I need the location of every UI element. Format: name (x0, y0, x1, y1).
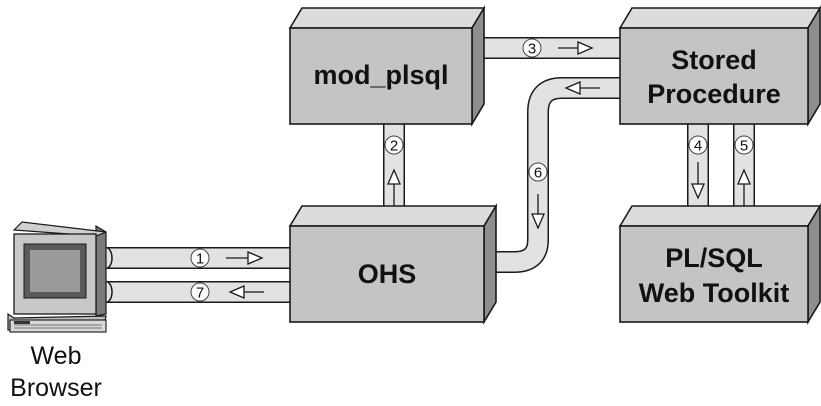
step-6-label: 6 (534, 165, 542, 182)
computer-icon (7, 221, 107, 333)
ohs-box: OHS (288, 203, 498, 325)
web-toolkit-label-line1: PL/SQL (665, 243, 763, 273)
web-toolkit-box: PL/SQL Web Toolkit (618, 203, 821, 325)
step-4-label: 4 (694, 138, 702, 155)
arrow-up-icon (387, 168, 401, 206)
step-1-label: 1 (196, 251, 204, 268)
arrow-right-icon (226, 251, 264, 265)
mod-plsql-label: mod_plsql (313, 60, 448, 90)
arrow-down-icon (531, 194, 545, 230)
step-2-marker: 2 (384, 135, 404, 206)
step-5-label: 5 (740, 138, 748, 155)
arrow-left-icon (228, 285, 264, 299)
step-7-marker: 7 (190, 282, 264, 302)
step-1-marker: 1 (190, 248, 264, 268)
web-browser-label-line1: Web (31, 342, 82, 370)
step-4-marker: 4 (688, 135, 708, 200)
step-6-marker: 6 (528, 162, 548, 230)
mod-plsql-box: mod_plsql (288, 5, 486, 127)
step-5-marker: 5 (734, 135, 754, 206)
step-3-label: 3 (528, 41, 536, 58)
arrow-right-icon (558, 41, 594, 55)
pipe-6 (479, 77, 622, 274)
step-6-top-arrow (564, 81, 600, 95)
web-browser-label-line2: Browser (10, 374, 102, 402)
step-7-label: 7 (196, 285, 204, 302)
stored-procedure-box: Stored Procedure (618, 5, 821, 127)
arrow-left-icon (564, 81, 600, 95)
ohs-label: OHS (358, 259, 417, 289)
arrow-up-icon (737, 168, 751, 206)
stored-procedure-label-line1: Stored (671, 45, 757, 75)
step-2-label: 2 (390, 138, 398, 155)
stored-procedure-label-line2: Procedure (647, 79, 781, 109)
step-3-marker: 3 (522, 38, 594, 58)
arrow-down-icon (691, 162, 705, 200)
web-toolkit-label-line2: Web Toolkit (639, 278, 790, 308)
